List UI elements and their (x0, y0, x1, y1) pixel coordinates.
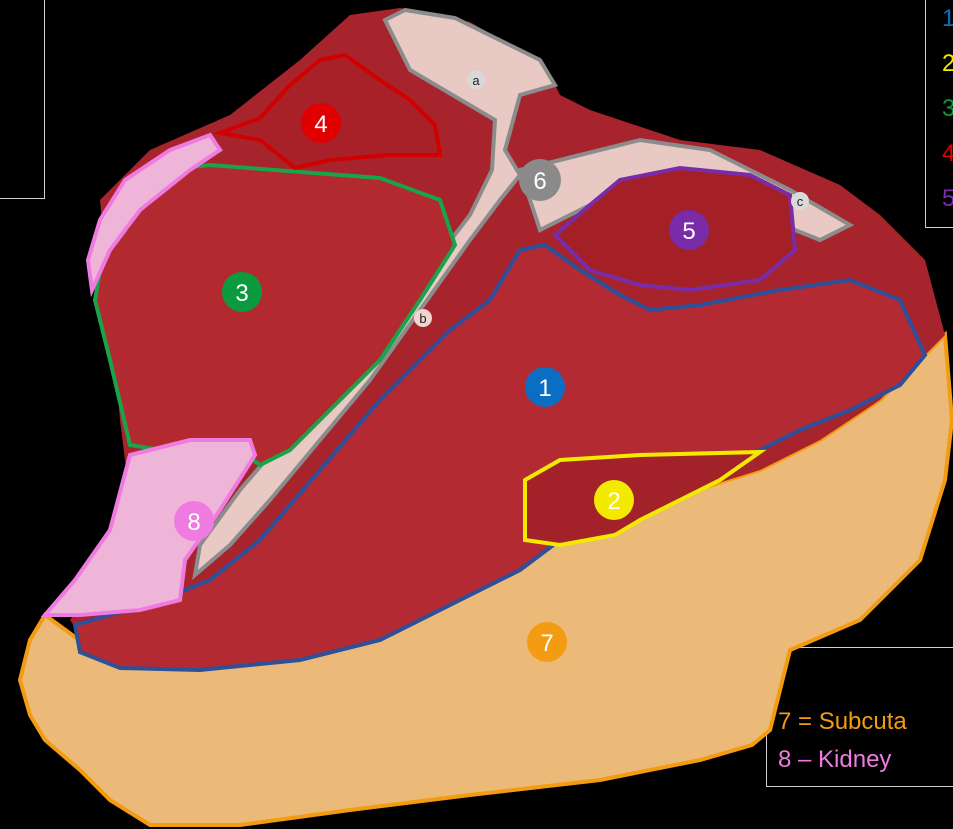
legend-right-item: 2 (942, 41, 953, 86)
legend-right-item: 5 (942, 176, 953, 221)
bone-label-c: c (791, 192, 809, 210)
marker-2: 2 (594, 480, 634, 520)
svg-text:1: 1 (538, 375, 551, 402)
legend-bottom-item: 8 – Kidney (778, 741, 907, 779)
legend-bottom-item: 7 = Subcuta (778, 703, 907, 741)
bone-label-b: b (414, 309, 432, 327)
legend-bottom: 7 = Subcuta 8 – Kidney (778, 703, 907, 779)
svg-text:2: 2 (607, 488, 620, 515)
svg-text:6: 6 (533, 168, 546, 195)
svg-text:5: 5 (682, 218, 695, 245)
svg-text:b: b (419, 311, 426, 326)
marker-1: 1 (525, 367, 565, 407)
svg-text:a: a (472, 73, 480, 88)
marker-6: 6 (519, 159, 561, 201)
svg-text:7: 7 (540, 630, 553, 657)
legend-right: 1 2 3 4 5 (942, 0, 953, 221)
svg-text:4: 4 (314, 111, 327, 138)
legend-right-item: 1 (942, 0, 953, 41)
svg-text:3: 3 (235, 280, 248, 307)
svg-text:8: 8 (187, 509, 200, 536)
legend-right-item: 3 (942, 86, 953, 131)
marker-8: 8 (174, 501, 214, 541)
marker-7: 7 (527, 622, 567, 662)
marker-4: 4 (301, 103, 341, 143)
svg-text:c: c (797, 194, 804, 209)
marker-3: 3 (222, 272, 262, 312)
bone-label-a: a (467, 71, 485, 89)
legend-right-item: 4 (942, 131, 953, 176)
marker-5: 5 (669, 210, 709, 250)
